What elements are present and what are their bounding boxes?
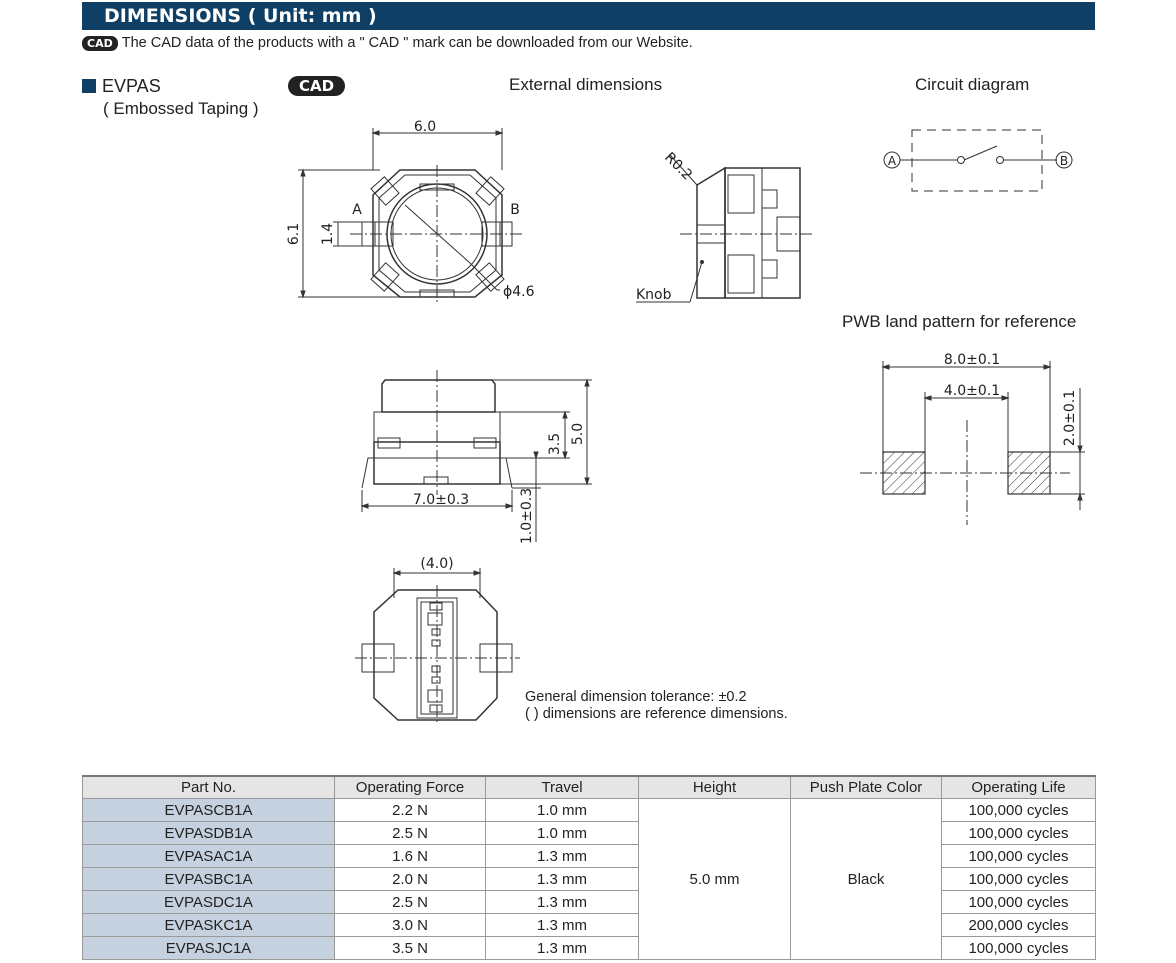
square-bullet-icon [82, 79, 96, 93]
operating-force: 2.0 N [334, 867, 486, 891]
part-number: EVPASCB1A [82, 798, 335, 822]
section-header: DIMENSIONS ( Unit: mm ) [82, 2, 1095, 30]
tolerance-note: General dimension tolerance: ±0.2 ( ) di… [525, 689, 788, 723]
tolerance-line-2: ( ) dimensions are reference dimensions. [525, 706, 788, 722]
top-view-drawing [298, 128, 525, 305]
knob-label: Knob [636, 287, 672, 303]
table-row: EVPASAC1A 1.6 N 1.3 mm 100,000 cycles [82, 844, 1096, 868]
operating-force: 3.5 N [334, 936, 486, 960]
dim-pwb-height: 2.0±0.1 [1062, 390, 1078, 446]
part-number: EVPASBC1A [82, 867, 335, 891]
travel: 1.3 mm [485, 913, 639, 937]
circuit-terminal-b: B [1060, 154, 1068, 168]
cad-note-text: The CAD data of the products with a " CA… [121, 35, 693, 51]
operating-life: 100,000 cycles [941, 844, 1096, 868]
travel: 1.0 mm [485, 821, 639, 845]
table-row: EVPASDC1A 2.5 N 1.3 mm 100,000 cycles [82, 890, 1096, 914]
cad-download-badge[interactable]: CAD [288, 76, 345, 96]
operating-life: 100,000 cycles [941, 798, 1096, 822]
operating-life: 100,000 cycles [941, 821, 1096, 845]
dim-diameter: ϕ4.6 [503, 284, 535, 300]
header-push-plate-color: Push Plate Color [790, 775, 942, 799]
series-name: EVPAS [102, 76, 161, 96]
operating-force: 2.2 N [334, 798, 486, 822]
dim-pwb-inner: 4.0±0.1 [944, 383, 1000, 399]
travel: 1.3 mm [485, 844, 639, 868]
part-number: EVPASJC1A [82, 936, 335, 960]
circuit-diagram-drawing [883, 129, 1073, 192]
series-title: EVPAS [82, 76, 161, 97]
cad-badge: CAD [82, 36, 118, 51]
circuit-diagram-label: Circuit diagram [915, 75, 1030, 94]
operating-life: 100,000 cycles [941, 867, 1096, 891]
part-number: EVPASAC1A [82, 844, 335, 868]
header-operating-life: Operating Life [941, 775, 1096, 799]
header-part-no: Part No. [82, 775, 335, 799]
operating-life: 100,000 cycles [941, 936, 1096, 960]
table-row: EVPASJC1A 3.5 N 1.3 mm 100,000 cycles [82, 936, 1096, 960]
bottom-view-drawing [355, 568, 520, 725]
header-operating-force: Operating Force [334, 775, 486, 799]
dim-top-width: 6.0 [414, 119, 436, 135]
header-travel: Travel [485, 775, 639, 799]
terminal-b-label: B [510, 202, 520, 218]
dim-bottom-width: (4.0) [420, 556, 453, 572]
series-subtitle: ( Embossed Taping ) [103, 99, 259, 118]
operating-force: 2.5 N [334, 821, 486, 845]
part-number: EVPASKC1A [82, 913, 335, 937]
travel: 1.0 mm [485, 798, 639, 822]
operating-life: 200,000 cycles [941, 913, 1096, 937]
dim-body-height: 3.5 [547, 433, 563, 455]
dim-lead-height: 1.0±0.3 [519, 488, 535, 544]
part-number: EVPASDC1A [82, 890, 335, 914]
dim-total-height: 5.0 [570, 423, 586, 445]
operating-force: 2.5 N [334, 890, 486, 914]
front-view-drawing [360, 370, 592, 542]
dim-pwb-outer: 8.0±0.1 [944, 352, 1000, 368]
terminal-a-label: A [352, 202, 362, 218]
section-title: DIMENSIONS ( Unit: mm ) [104, 5, 377, 27]
table-row: EVPASKC1A 3.0 N 1.3 mm 200,000 cycles [82, 913, 1096, 937]
tolerance-line-1: General dimension tolerance: ±0.2 [525, 689, 747, 705]
side-view-drawing [636, 154, 815, 303]
dimension-drawings: 6.0 6.1 1.4 A B ϕ4.6 R0.2 Knob [286, 119, 1085, 725]
table-row: EVPASDB1A 2.5 N 1.0 mm 100,000 cycles [82, 821, 1096, 845]
dim-top-height: 6.1 [286, 223, 302, 245]
circuit-terminal-a: A [888, 154, 897, 168]
dim-radius: R0.2 [661, 150, 695, 184]
travel: 1.3 mm [485, 890, 639, 914]
external-dimensions-label: External dimensions [509, 75, 663, 94]
operating-life: 100,000 cycles [941, 890, 1096, 914]
operating-force: 1.6 N [334, 844, 486, 868]
travel: 1.3 mm [485, 867, 639, 891]
travel: 1.3 mm [485, 936, 639, 960]
dim-side-width: 7.0±0.3 [413, 492, 469, 508]
part-number: EVPASDB1A [82, 821, 335, 845]
header-height: Height [638, 775, 791, 799]
table-row: EVPASCB1A 2.2 N 1.0 mm 5.0 mm Black 100,… [82, 798, 1096, 960]
operating-force: 3.0 N [334, 913, 486, 937]
color-merged: Black [790, 798, 942, 960]
height-merged: 5.0 mm [638, 798, 791, 960]
pwb-land-pattern-drawing [860, 361, 1085, 525]
dim-terminal-pitch: 1.4 [320, 223, 336, 245]
spec-table: Part No. Operating Force Travel Height P… [82, 775, 1096, 960]
table-header-row: Part No. Operating Force Travel Height P… [82, 775, 1096, 799]
table-row: EVPASBC1A 2.0 N 1.3 mm 100,000 cycles [82, 867, 1096, 891]
pwb-land-pattern-label: PWB land pattern for reference [842, 312, 1077, 331]
